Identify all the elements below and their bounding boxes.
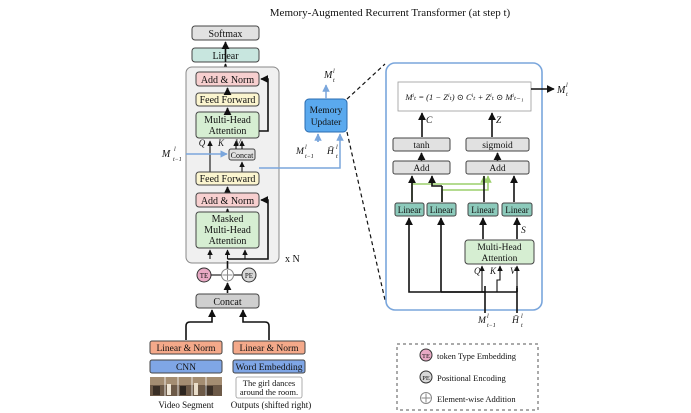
legend-te-circle [419, 348, 433, 362]
video-frames-image [150, 377, 222, 396]
add-norm-mid-label: Add & Norm [201, 196, 255, 207]
mha-k-label: K [217, 138, 225, 148]
tanh-box [392, 137, 451, 152]
caption-sample-line1: The girl dances [243, 378, 295, 388]
detail-in-h-label: H̄ [511, 315, 520, 326]
s-label: S [521, 226, 526, 236]
cnn-box [149, 359, 223, 374]
text-linear-norm-box [232, 340, 306, 355]
memory-prev-label: M [161, 149, 171, 160]
masked-attention-line2: Multi-Head [204, 225, 251, 236]
memory-updater-line2: Updater [311, 118, 342, 128]
text-linear-norm-label: Linear & Norm [239, 344, 299, 354]
update-equation-box [397, 81, 532, 112]
updater-in-h-sub: t [336, 154, 338, 160]
updater-out-sup: l [333, 69, 335, 75]
detail-out-label: M [556, 85, 566, 96]
feed-forward-mid-box [195, 171, 260, 186]
sigmoid-label: sigmoid [482, 141, 513, 151]
detail-in-m-sup: l [487, 314, 489, 320]
legend-box [396, 343, 539, 411]
diagram-title: Memory-Augmented Recurrent Transformer (… [270, 7, 511, 19]
legend-pe-symbol: PE [422, 375, 430, 382]
plus-icon [222, 270, 233, 280]
detail-attention-line2: Attention [482, 254, 518, 264]
video-linear-norm-box [149, 340, 223, 355]
caption-sample-line2: around the room. [240, 387, 298, 397]
updater-in-m-sub: t−1 [305, 154, 314, 160]
masked-attention-line1: Masked [212, 214, 244, 225]
linear-label-3: Linear [471, 205, 494, 215]
detail-k-label: K [489, 266, 497, 276]
video-caption: Video Segment [158, 400, 214, 410]
detail-in-m-sub: t−1 [487, 323, 496, 329]
add-norm-top-box [195, 71, 260, 87]
cnn-label: CNN [176, 363, 196, 373]
detail-v-label: V [510, 266, 517, 276]
tanh-label: tanh [413, 141, 430, 151]
linear-label-4: Linear [505, 205, 528, 215]
add-norm-top-label: Add & Norm [201, 75, 255, 86]
linear-box-1 [394, 202, 425, 217]
input-concat-box [195, 293, 260, 309]
detail-in-h-sub: t [521, 323, 523, 329]
feed-forward-top-label: Feed Forward [200, 95, 256, 106]
detail-attention-line1: Multi-Head [477, 243, 522, 253]
masked-attention-line3: Attention [209, 236, 247, 247]
masked-attention-box [195, 211, 260, 249]
linear-label-1: Linear [398, 205, 421, 215]
updater-in-m-sup: l [305, 145, 307, 151]
detail-out-sub: t [566, 92, 568, 98]
text-caption: Outputs (shifted right) [231, 400, 312, 410]
memory-concat-label: Concat [231, 151, 254, 160]
softmax-box [191, 25, 260, 41]
detail-out-sup: l [566, 83, 568, 89]
mha-label-line1: Multi-Head [204, 115, 251, 126]
memory-updater-line1: Memory [310, 106, 343, 116]
linear-label-2: Linear [430, 205, 453, 215]
detail-in-h-sup: l [521, 314, 523, 320]
mha-v-label: V [235, 138, 242, 148]
add-norm-mid-box [195, 192, 260, 208]
legend-pe-text: Positional Encoding [437, 373, 506, 383]
detail-attention-box [464, 239, 535, 265]
word-embedding-label: Word Embedding [235, 363, 302, 373]
legend-add-text: Element-wise Addition [437, 394, 516, 404]
updater-out-label: M [323, 70, 333, 81]
detail-q-label: Q [474, 266, 481, 276]
softmax-label: Softmax [209, 29, 243, 40]
mha-q-label: Q [199, 138, 206, 148]
candidate-label: C [426, 116, 433, 126]
repeat-label: x N [285, 254, 300, 265]
caption-sample-box [235, 376, 303, 399]
updater-in-m-label: M [295, 147, 305, 157]
detail-in-m-label: M [477, 316, 487, 326]
candidate-add-label: Add [413, 164, 430, 174]
pe-label: PE [245, 272, 253, 280]
feed-forward-mid-label: Feed Forward [200, 174, 256, 185]
te-label: TE [200, 272, 209, 280]
gate-add-label: Add [489, 164, 506, 174]
linear-box-4 [501, 202, 533, 217]
updater-in-h-label: H̄ [326, 146, 335, 157]
legend-te-symbol: TE [422, 353, 430, 360]
gate-add-box [465, 160, 530, 175]
mha-label-line2: Attention [209, 126, 247, 137]
legend-plus-icon [421, 393, 431, 403]
input-concat-label: Concat [213, 297, 242, 308]
updater-out-sub: t [333, 78, 335, 84]
update-equation: Mⁱₜ = (1 − Zⁱₜ) ⊙ Cⁱₜ + Zⁱₜ ⊙ Mⁱₜ₋₁ [404, 92, 523, 102]
memory-prev-sup: l [174, 147, 176, 153]
word-embedding-box [232, 359, 306, 374]
linear-box-3 [467, 202, 499, 217]
gate-label: Z [496, 116, 502, 126]
legend-pe-circle [419, 370, 433, 384]
legend-te-text: token Type Embedding [437, 351, 517, 361]
candidate-add-box [392, 160, 451, 175]
updater-in-h-sup: l [336, 145, 338, 151]
sigmoid-box [465, 137, 530, 152]
video-linear-norm-label: Linear & Norm [156, 344, 216, 354]
memory-prev-sub: t−1 [173, 157, 182, 163]
